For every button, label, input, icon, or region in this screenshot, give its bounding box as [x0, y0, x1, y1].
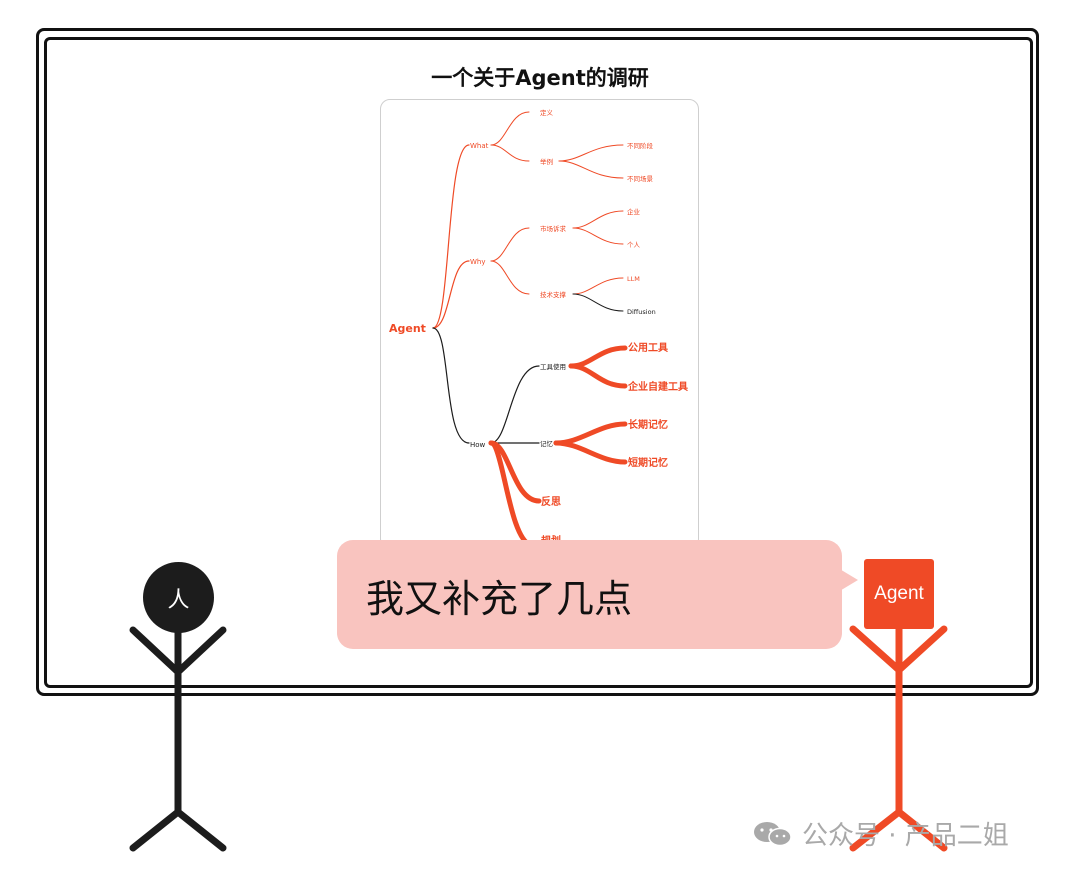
mindmap-card: Agent What Why How 定义 举例 不同阶段 不同场景 市场诉求 … [380, 99, 699, 549]
agent-head: Agent [864, 559, 934, 629]
agent-left-arm [849, 625, 903, 674]
edge-root-how [432, 327, 470, 444]
node-example: 举例 [540, 157, 553, 166]
node-reflect: 反思 [541, 495, 561, 508]
edge-why-tech [490, 260, 530, 295]
agent-body [849, 625, 948, 852]
edge-how-tools [490, 365, 540, 444]
human-body [129, 626, 227, 852]
human-left-leg [129, 808, 182, 852]
node-memory: 记忆 [540, 439, 554, 448]
edge-root-what [432, 144, 470, 329]
edge-example-scene [558, 160, 624, 179]
edge-what-example [490, 144, 530, 162]
node-define: 定义 [540, 108, 554, 117]
human-right-leg [174, 808, 227, 852]
mindmap-diagram: Agent What Why How 定义 举例 不同阶段 不同场景 市场诉求 … [389, 108, 688, 548]
node-personal: 个人 [627, 241, 641, 249]
speech-bubble-tail [838, 568, 858, 592]
wechat-icon [754, 821, 792, 846]
node-why: Why [470, 258, 486, 266]
board-frame-inner [44, 37, 1033, 688]
agent-right-arm [895, 625, 948, 674]
edge-what-define [490, 111, 530, 146]
node-what: What [470, 142, 489, 150]
edge-market-enterprise [572, 210, 624, 229]
edge-how-plan [488, 440, 534, 548]
edge-why-market [490, 227, 530, 262]
edge-memory-short [553, 440, 628, 465]
node-long-memory: 长期记忆 [628, 418, 668, 431]
node-llm: LLM [627, 275, 640, 283]
node-market: 市场诉求 [540, 224, 567, 233]
node-private-tool: 企业自建工具 [627, 380, 688, 393]
human-left-arm [129, 626, 182, 676]
speech-bubble [337, 540, 842, 649]
agent-right-leg [895, 808, 948, 852]
node-scene: 不同场景 [627, 174, 654, 183]
watermark-text: 公众号 · 产品二姐 [802, 821, 1009, 851]
node-short-memory: 短期记忆 [628, 456, 668, 469]
board-title: 一个关于Agent的调研 [431, 66, 649, 90]
speech-text: 我又补充了几点 [366, 577, 633, 621]
node-tech: 技术支撑 [540, 290, 567, 299]
node-tools: 工具使用 [540, 362, 566, 371]
edge-tech-llm [572, 277, 624, 295]
node-enterprise: 企业 [627, 207, 641, 216]
watermark: 公众号 · 产品二姐 [752, 815, 1009, 852]
node-diffusion: Diffusion [627, 308, 656, 316]
human-right-arm [174, 626, 227, 676]
node-how: How [470, 441, 486, 449]
node-root: Agent [389, 322, 426, 335]
edge-market-personal [572, 227, 624, 245]
board-frame-outer [36, 28, 1039, 696]
edge-root-why [432, 260, 470, 329]
node-public-tool: 公用工具 [628, 342, 668, 354]
edge-tools-private [568, 363, 628, 389]
edge-example-stage [558, 144, 624, 162]
node-stage: 不同阶段 [627, 141, 654, 150]
edge-tech-diffusion [572, 293, 624, 312]
human-head: 人 [143, 562, 214, 633]
agent-left-leg [849, 808, 903, 852]
